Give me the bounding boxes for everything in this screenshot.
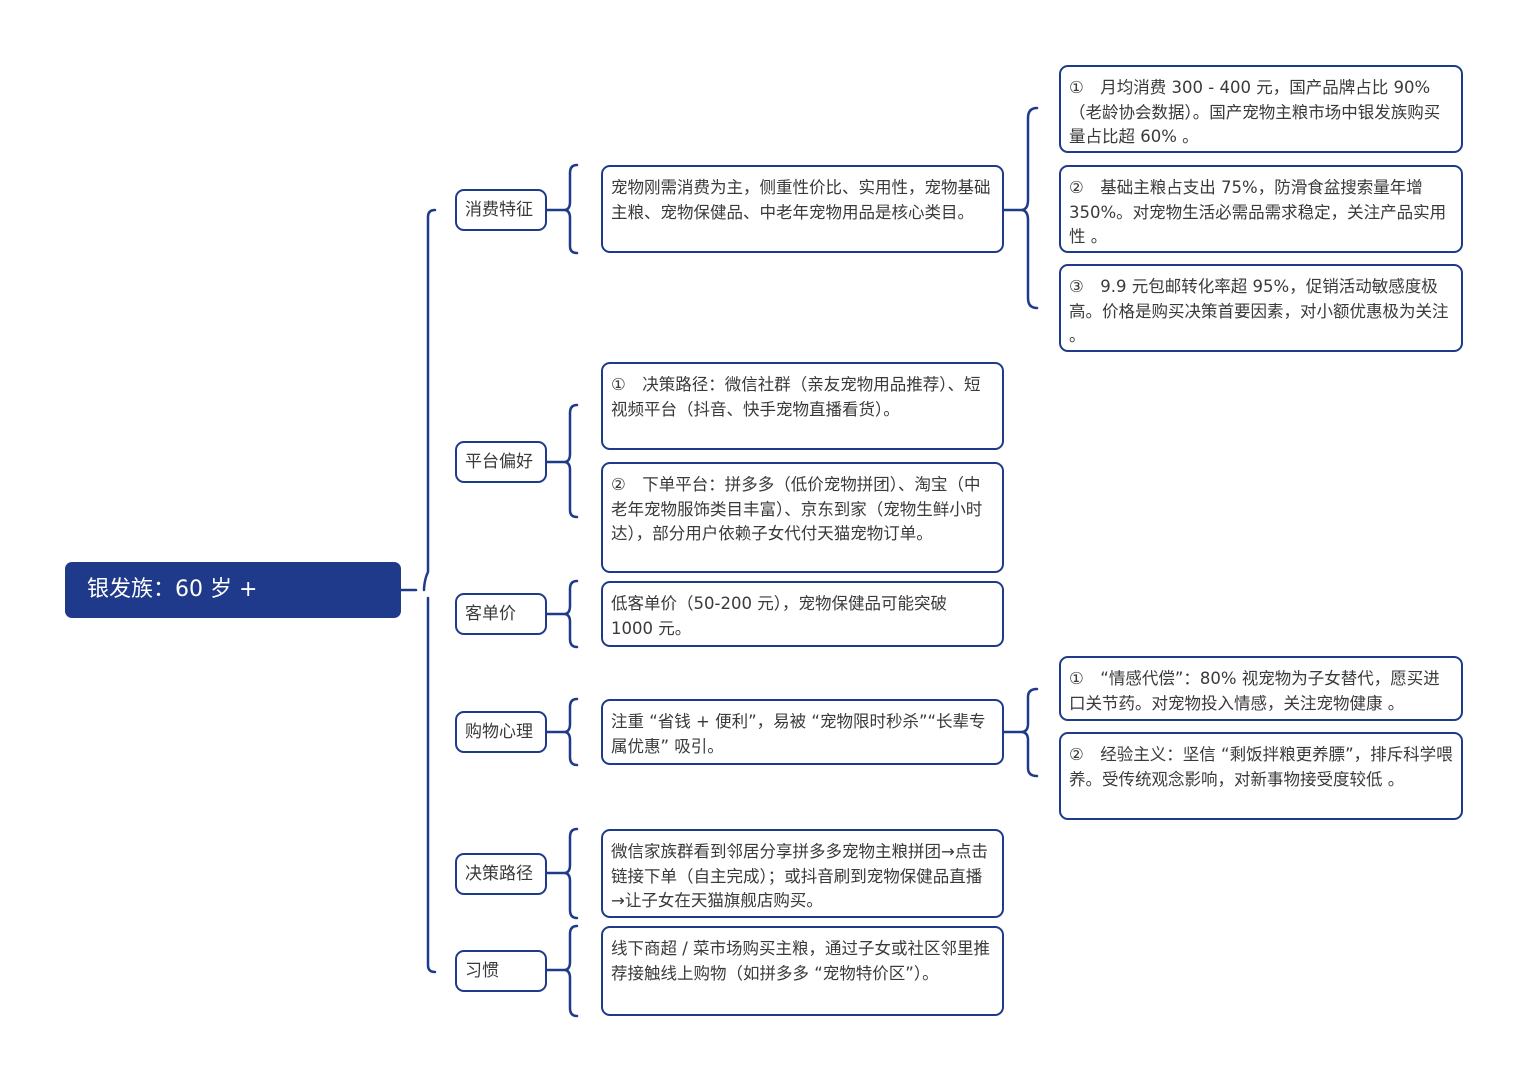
category-price[interactable]: 客单价 bbox=[455, 593, 547, 635]
detail-psychology-2[interactable]: ② 经验主义：坚信 “剩饭拌粮更养膘”，排斥科学喂养。受传统观念影响，对新事物接… bbox=[1059, 732, 1463, 820]
bracket-psychology-details bbox=[1002, 687, 1039, 778]
detail-consumption-1[interactable]: ① 月均消费 300 - 400 元，国产品牌占比 90%（老龄协会数据）。国产… bbox=[1059, 65, 1463, 153]
root-connector bbox=[399, 208, 437, 974]
detail-psychology-1[interactable]: ① “情感代偿”：80% 视宠物为子女替代，愿买进口关节药。对宠物投入情感，关注… bbox=[1059, 656, 1463, 721]
description-decision[interactable]: 微信家族群看到邻居分享拼多多宠物主粮拼团→点击链接下单（自主完成）；或抖音刷到宠… bbox=[601, 829, 1004, 918]
detail-platform-1[interactable]: ① 决策路径：微信社群（亲友宠物用品推荐）、短视频平台（抖音、快手宠物直播看货）… bbox=[601, 362, 1004, 450]
bracket-price bbox=[545, 579, 579, 649]
bracket-consumption bbox=[545, 163, 579, 255]
bracket-habit bbox=[545, 924, 579, 1018]
description-price[interactable]: 低客单价（50-200 元），宠物保健品可能突破 1000 元。 bbox=[601, 581, 1004, 647]
detail-consumption-2[interactable]: ② 基础主粮占支出 75%，防滑食盆搜索量年增 350%。对宠物生活必需品需求稳… bbox=[1059, 165, 1463, 253]
description-habit[interactable]: 线下商超 / 菜市场购买主粮，通过子女或社区邻里推荐接触线上购物（如拼多多 “宠… bbox=[601, 926, 1004, 1016]
root-node[interactable]: 银发族：60 岁 + bbox=[65, 562, 401, 618]
category-habit[interactable]: 习惯 bbox=[455, 950, 547, 992]
bracket-platform bbox=[545, 403, 579, 519]
detail-platform-2[interactable]: ② 下单平台：拼多多（低价宠物拼团）、淘宝（中老年宠物服饰类目丰富）、京东到家（… bbox=[601, 462, 1004, 573]
bracket-consumption-details bbox=[1002, 106, 1039, 310]
category-decision[interactable]: 决策路径 bbox=[455, 853, 547, 895]
bracket-decision bbox=[545, 827, 579, 920]
description-consumption[interactable]: 宠物刚需消费为主，侧重性价比、实用性，宠物基础主粮、宠物保健品、中老年宠物用品是… bbox=[601, 165, 1004, 253]
description-psychology[interactable]: 注重 “省钱 + 便利”，易被 “宠物限时秒杀”“长辈专属优惠” 吸引。 bbox=[601, 699, 1004, 765]
category-psychology[interactable]: 购物心理 bbox=[455, 711, 547, 753]
bracket-psychology bbox=[545, 697, 579, 767]
category-consumption[interactable]: 消费特征 bbox=[455, 189, 547, 231]
detail-consumption-3[interactable]: ③ 9.9 元包邮转化率超 95%，促销活动敏感度极高。价格是购买决策首要因素，… bbox=[1059, 264, 1463, 352]
category-platform[interactable]: 平台偏好 bbox=[455, 441, 547, 483]
